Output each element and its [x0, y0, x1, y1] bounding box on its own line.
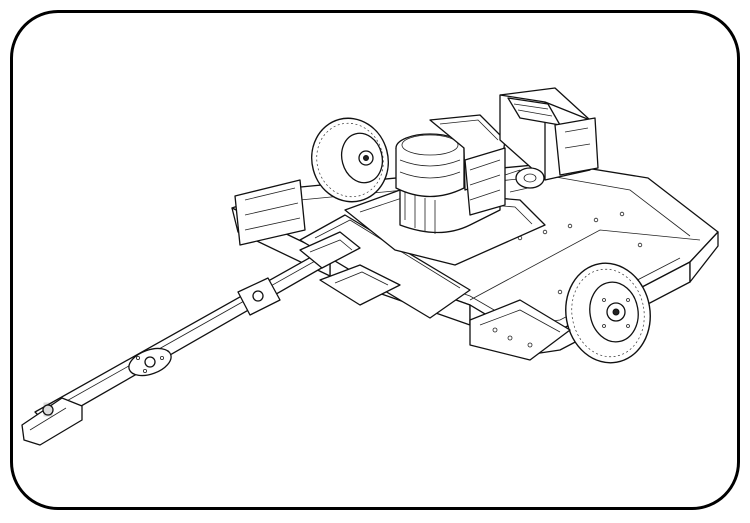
tow-tongue — [21, 251, 333, 446]
rear-wheel — [311, 117, 389, 203]
engine — [395, 114, 506, 234]
front-wheel — [565, 262, 651, 364]
fuel-tank — [499, 87, 599, 181]
front-axle-bracket — [469, 299, 571, 361]
hitch-mount — [299, 231, 361, 269]
pulley — [504, 167, 545, 193]
